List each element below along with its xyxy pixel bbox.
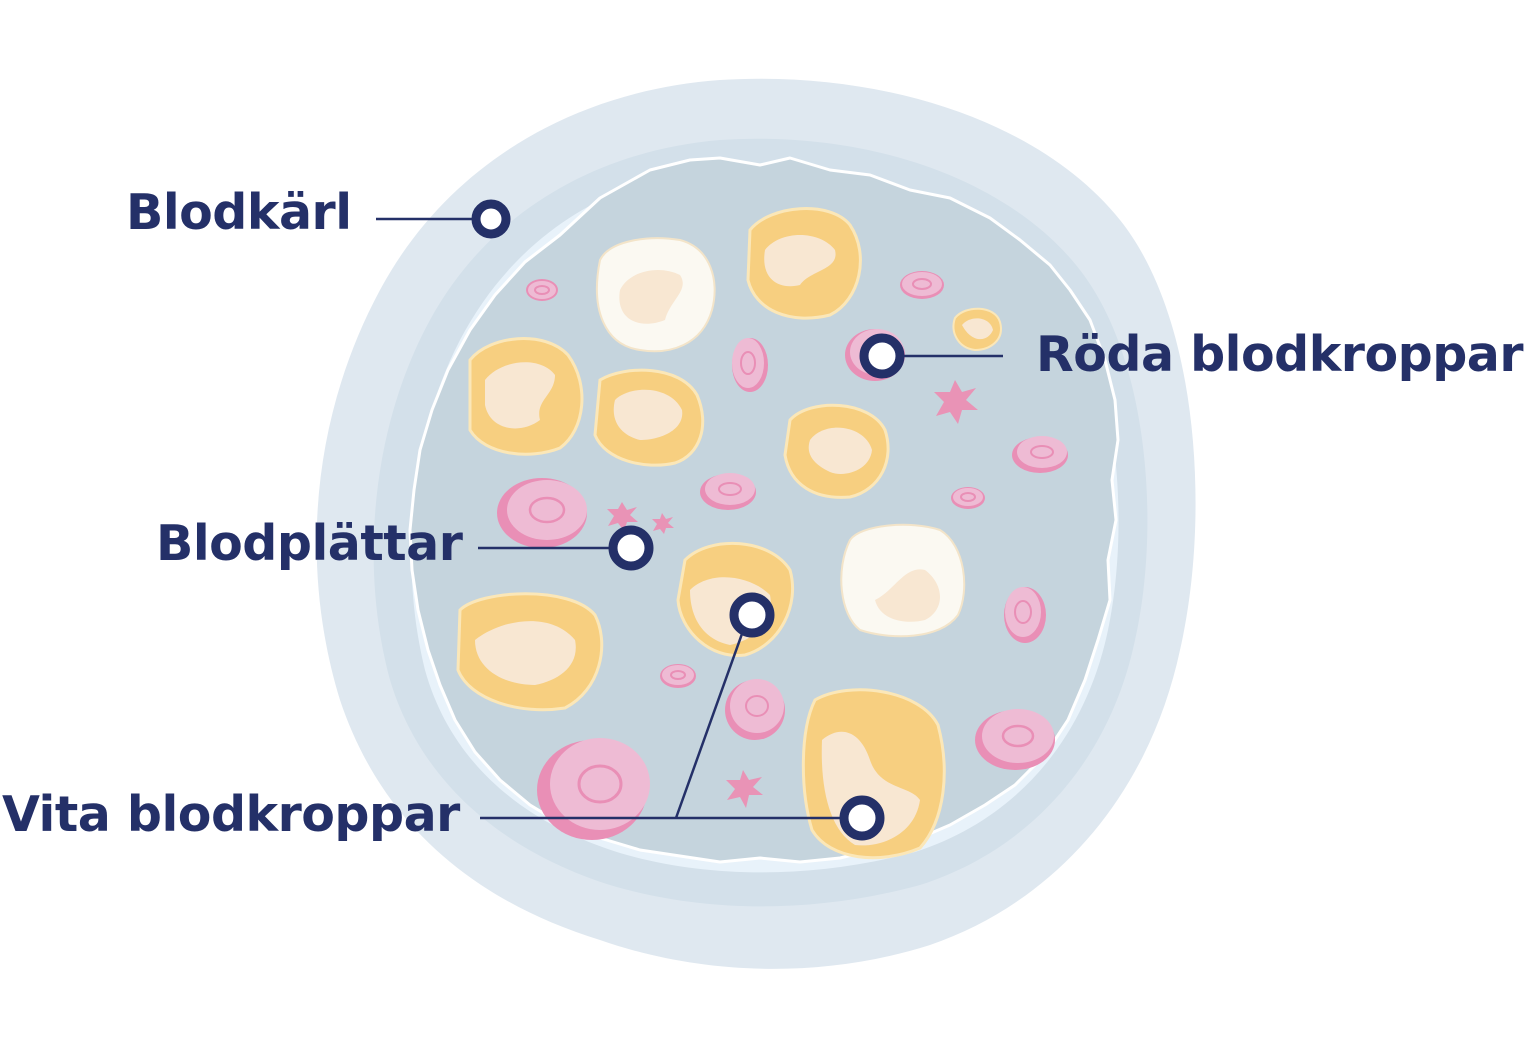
- platelet: [652, 513, 674, 534]
- red-blood-cell: [1004, 587, 1046, 643]
- red-blood-cell: [725, 679, 785, 740]
- red-blood-cell: [526, 279, 558, 301]
- white-blood-cell: [596, 237, 716, 353]
- red-blood-cell: [951, 487, 985, 509]
- red-blood-cell: [1012, 436, 1068, 473]
- white-blood-cell: [746, 207, 862, 320]
- red-blood-cell: [537, 738, 650, 840]
- white-blood-cell: [783, 403, 890, 499]
- white-blood-cell: [468, 337, 584, 456]
- platelet: [934, 380, 978, 424]
- white-blood-cell: [952, 307, 1002, 352]
- white-blood-cell: [840, 523, 966, 638]
- label-blood-vessel: Blodkärl: [126, 184, 352, 241]
- label-red-blood-cells: Röda blodkroppar: [1036, 326, 1524, 383]
- red-blood-cell: [900, 271, 944, 299]
- markers: [471, 199, 905, 841]
- platelet: [607, 502, 638, 531]
- marker-platelets: [608, 525, 654, 571]
- marker-red-cells: [859, 333, 905, 379]
- white-blood-cell: [456, 592, 604, 712]
- label-platelets: Blodplättar: [156, 515, 463, 572]
- leader-lines: [376, 217, 1003, 820]
- white-blood-cell: [593, 368, 705, 467]
- label-white-blood-cells: Vita blodkroppar: [2, 786, 460, 843]
- red-blood-cell: [497, 478, 587, 548]
- marker-white-cell-lower: [839, 795, 885, 841]
- leader-line-white-cells-diagonal: [674, 630, 745, 819]
- marker-white-cell-upper: [729, 592, 775, 638]
- red-blood-cell: [975, 709, 1055, 770]
- platelet: [726, 770, 763, 808]
- red-blood-cell: [660, 664, 696, 688]
- red-blood-cell: [732, 338, 768, 392]
- marker-blood-vessel: [471, 199, 511, 239]
- red-blood-cell: [700, 473, 756, 510]
